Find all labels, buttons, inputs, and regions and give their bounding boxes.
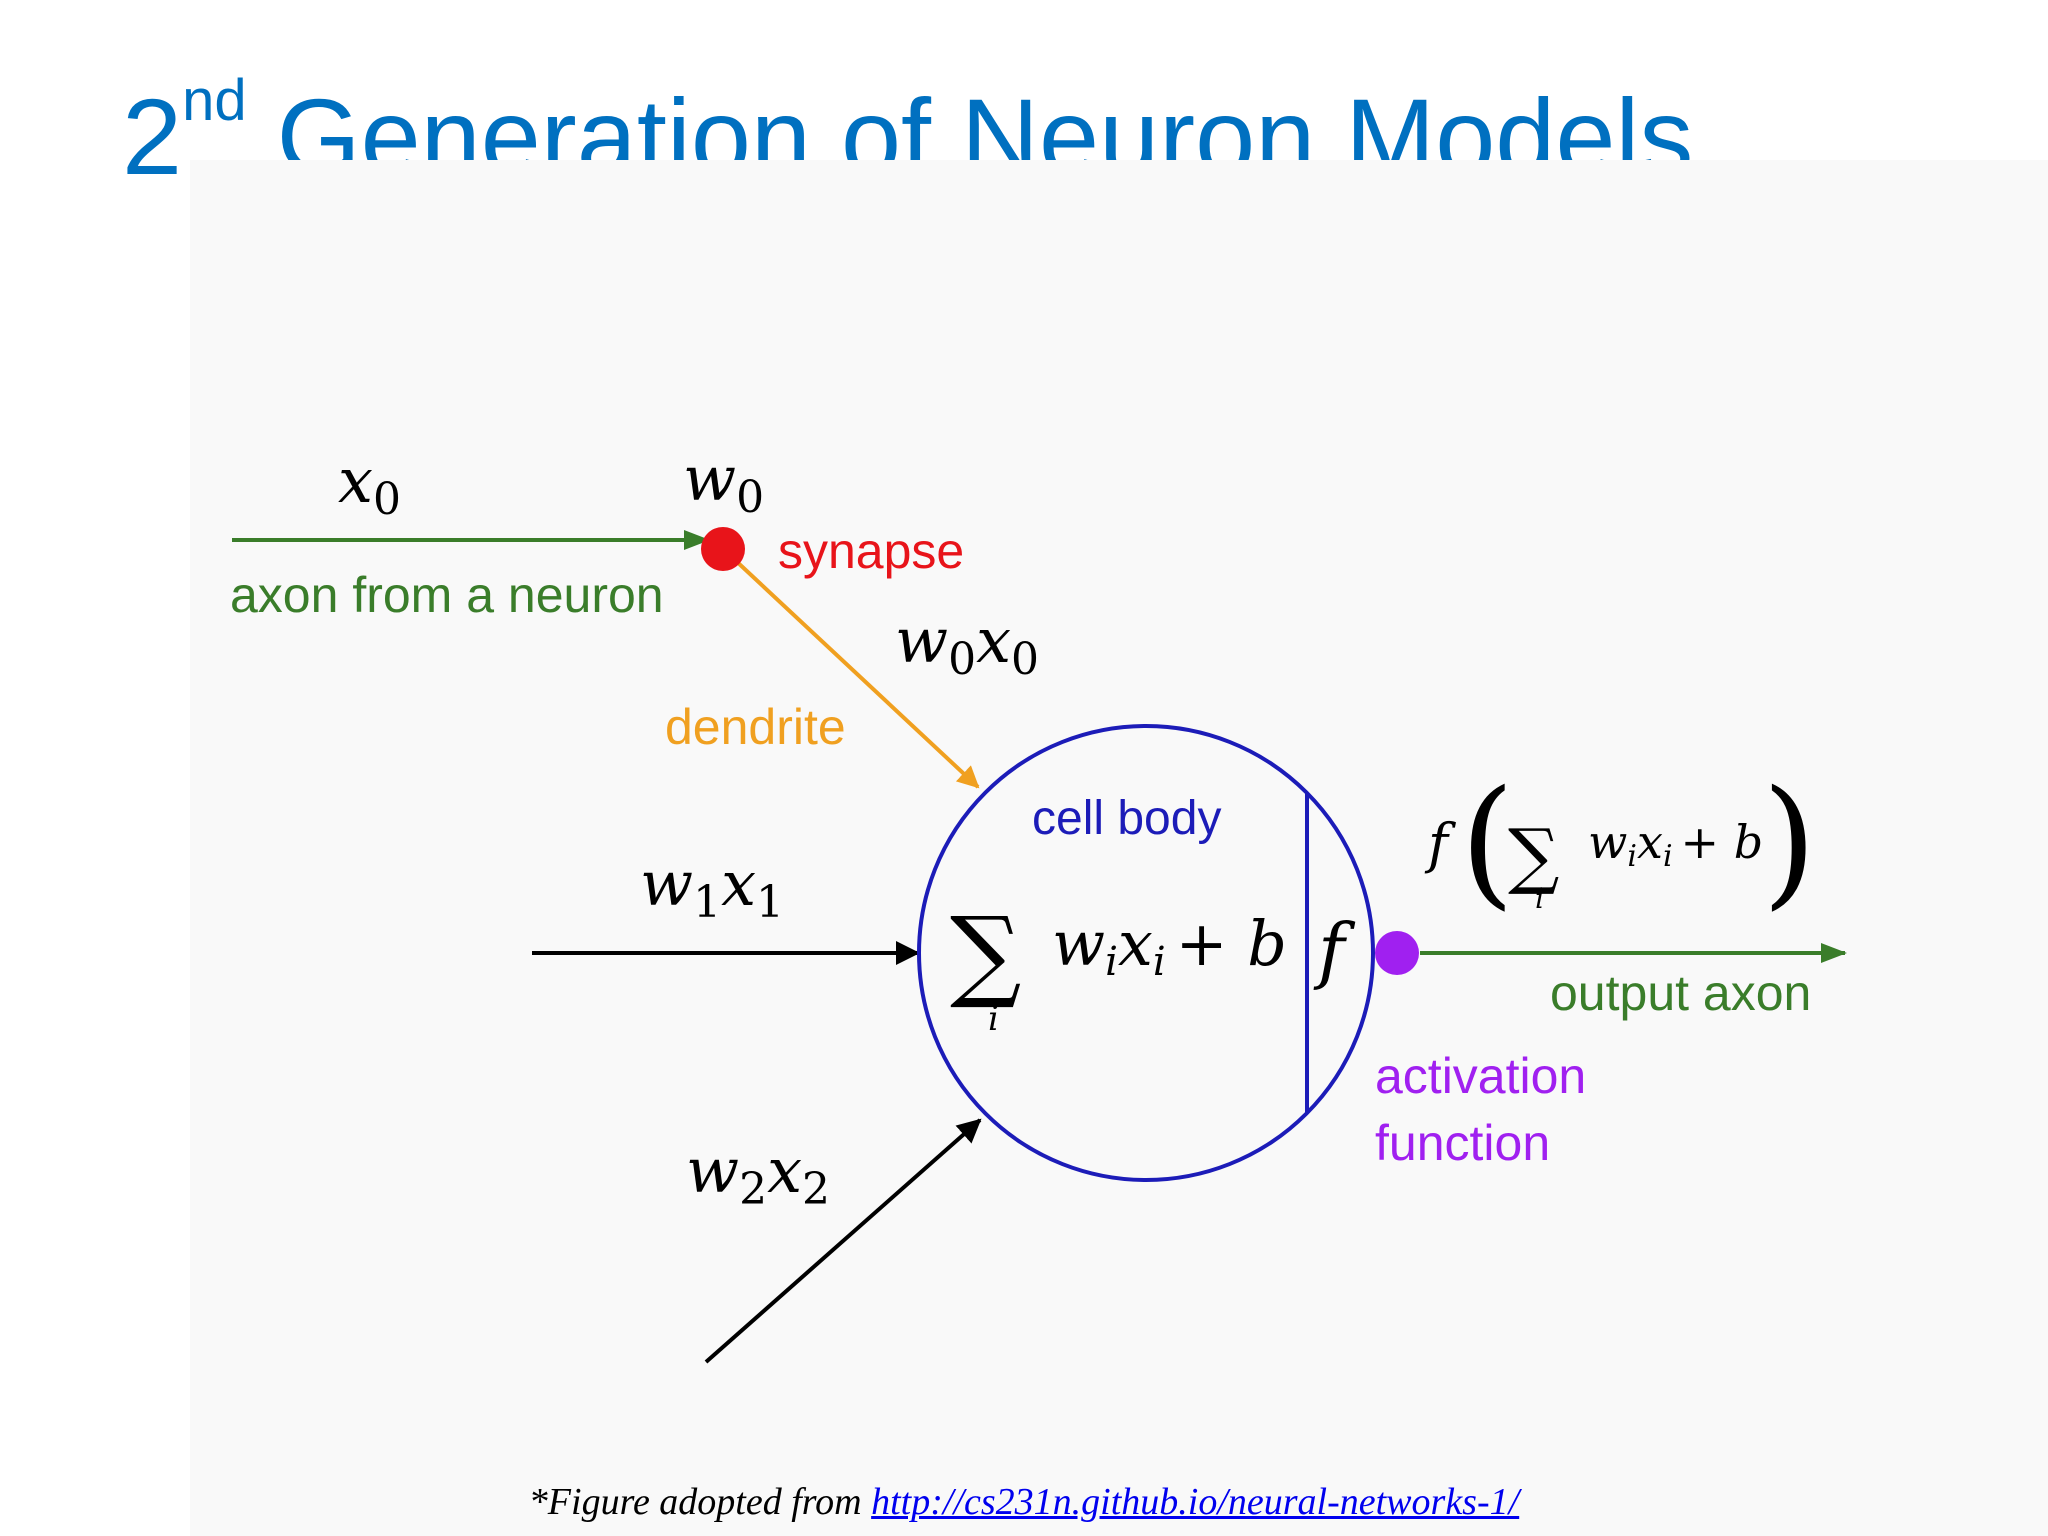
label-dendrite: dendrite <box>665 699 846 755</box>
label-w1x1-xsub: 1 <box>756 877 784 928</box>
label-w2x2: w2x2 <box>686 1134 830 1215</box>
label-w0x0-wsub: 0 <box>948 634 976 685</box>
figure-caption: *Figure adopted from http://cs231n.githu… <box>0 1480 2048 1524</box>
sum-expr-xsub: i <box>1153 939 1166 985</box>
sum-expr-x: x <box>1118 907 1153 980</box>
label-w2x2-x: x <box>767 1134 802 1207</box>
label-w1x1-w: w <box>640 847 693 920</box>
output-f: f <box>1424 812 1456 875</box>
label-x0-base: x <box>338 444 373 517</box>
label-w0x0: w0x0 <box>895 604 1039 685</box>
sum-expr-wsub: i <box>1105 939 1118 985</box>
output-expr-xsub: i <box>1663 839 1673 874</box>
output-expr-wsub: i <box>1627 839 1637 874</box>
title-prefix: 2 <box>122 76 183 197</box>
synapse-dot <box>701 527 745 571</box>
cell-body-circle <box>917 724 1375 1182</box>
label-synapse: synapse <box>778 523 964 579</box>
label-w0-sub: 0 <box>736 472 764 523</box>
label-w0x0-w: w <box>895 604 948 677</box>
output-expr-w: w <box>1588 815 1627 869</box>
label-w1x1: w1x1 <box>640 847 784 928</box>
output-expression: wixi+ b <box>1588 815 1763 874</box>
figure-panel <box>190 160 2048 1536</box>
label-w2x2-w: w <box>686 1134 739 1207</box>
label-w0: w0 <box>683 442 764 523</box>
label-activation: activation <box>1375 1048 1586 1104</box>
output-expr-plus-b: + b <box>1681 815 1764 869</box>
output-left-paren: ( <box>1460 761 1515 924</box>
title-superscript: nd <box>182 68 247 133</box>
sum-expression: wixi+ b <box>1052 907 1287 985</box>
label-w1x1-wsub: 1 <box>693 877 721 928</box>
caption-prefix: *Figure adopted from <box>528 1481 872 1523</box>
output-expr-x: x <box>1637 815 1663 869</box>
label-w2x2-xsub: 2 <box>802 1164 830 1215</box>
sum-expr-plus-b: + b <box>1176 907 1287 980</box>
sum-index: i <box>988 999 999 1039</box>
sum-symbol: ∑ <box>950 895 1021 1012</box>
label-w1x1-x: x <box>721 847 756 920</box>
label-x0: x0 <box>338 444 401 525</box>
output-right-paren: ) <box>1762 761 1817 924</box>
label-cell-body: cell body <box>1032 792 1221 845</box>
caption-link[interactable]: http://cs231n.github.io/neural-networks-… <box>871 1481 1520 1523</box>
label-output-axon: output axon <box>1550 965 1811 1021</box>
label-w0-base: w <box>683 442 736 515</box>
input-w2x2-line <box>704 1118 982 1364</box>
output-sum-symbol: ∑ <box>1508 813 1559 897</box>
label-w0x0-xsub: 0 <box>1011 634 1039 685</box>
label-axon-from-neuron: axon from a neuron <box>230 567 664 623</box>
label-w0x0-x: x <box>976 604 1011 677</box>
label-function: function <box>1375 1115 1550 1171</box>
dendrite-line <box>733 558 980 789</box>
label-x0-sub: 0 <box>373 474 401 525</box>
f-inside-cell: f <box>1313 908 1356 992</box>
activation-dot <box>1375 931 1419 975</box>
sum-expr-w: w <box>1052 907 1105 980</box>
output-sum-index: i <box>1535 882 1544 915</box>
label-w2x2-wsub: 2 <box>739 1164 767 1215</box>
